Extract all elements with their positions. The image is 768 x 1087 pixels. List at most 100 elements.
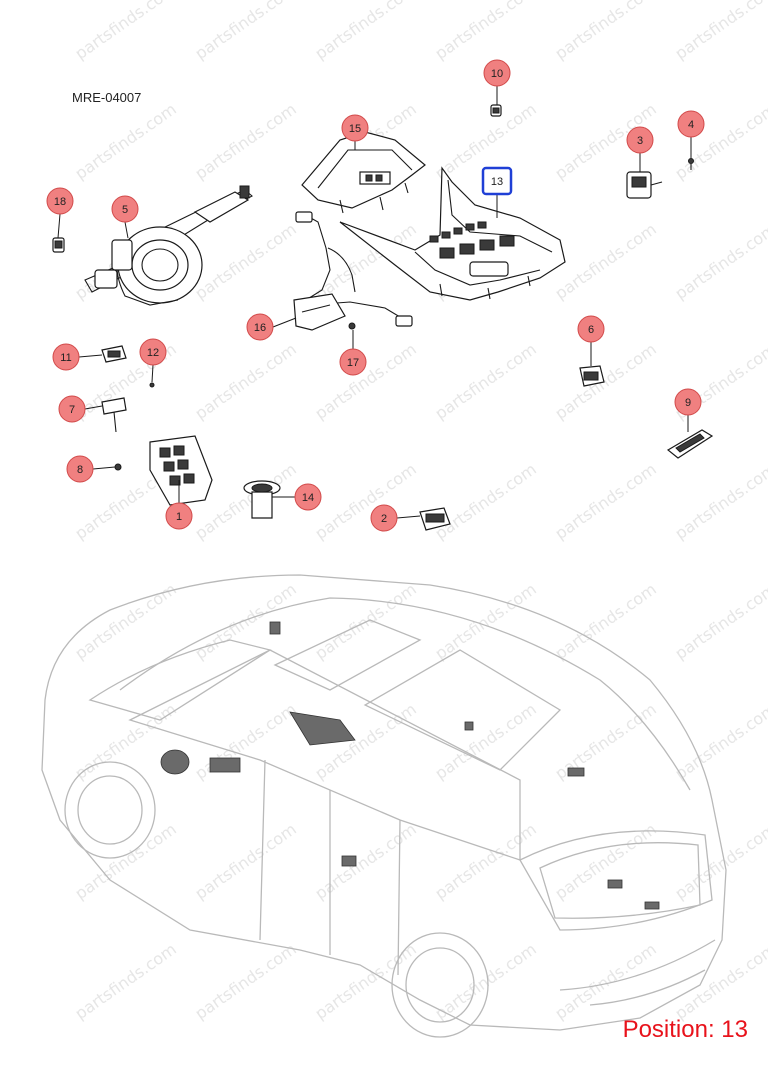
part-1-window-switch[interactable] (149, 435, 213, 506)
watermark: partsfinds.com (671, 819, 768, 903)
leader-line-2 (396, 515, 421, 519)
callout-14[interactable]: 14 (294, 483, 322, 511)
callout-number-14: 14 (302, 492, 314, 504)
watermark: partsfinds.com (71, 939, 179, 1023)
callout-15[interactable]: 15 (341, 114, 369, 142)
callout-number-6: 6 (588, 324, 594, 336)
leader-line-8 (92, 466, 116, 470)
watermark: partsfinds.com (311, 459, 419, 543)
part-15-console-trim[interactable] (301, 131, 426, 214)
callout-number-12: 12 (147, 347, 159, 359)
callout-3[interactable]: 3 (626, 126, 654, 154)
callout-number-3: 3 (637, 135, 643, 147)
callout-11[interactable]: 11 (52, 343, 80, 371)
callout-circle-1 (165, 502, 193, 530)
callout-7[interactable]: 7 (58, 395, 86, 423)
callout-13[interactable]: 13 (481, 166, 513, 196)
callout-circle-16 (246, 313, 274, 341)
callout-number-18: 18 (54, 196, 66, 208)
part-7-bracket[interactable] (101, 397, 127, 433)
position-label: Position: 13 (622, 1016, 748, 1043)
part-10-clip[interactable] (490, 104, 502, 117)
watermark: partsfinds.com (671, 579, 768, 663)
part-4-screw[interactable] (688, 158, 694, 171)
part-16-wiring-harness[interactable] (293, 211, 413, 331)
callout-4[interactable]: 4 (677, 110, 705, 138)
watermark: partsfinds.com (551, 339, 659, 423)
watermark: partsfinds.com (191, 99, 299, 183)
callout-8[interactable]: 8 (66, 455, 94, 483)
callout-circle-2 (370, 504, 398, 532)
callout-12[interactable]: 12 (139, 338, 167, 366)
watermark: partsfinds.com (671, 0, 768, 63)
callout-leader-lines (57, 86, 692, 519)
watermark: partsfinds.com (71, 699, 179, 783)
callout-circle-4 (677, 110, 705, 138)
callout-9[interactable]: 9 (674, 388, 702, 416)
leader-line-12 (151, 364, 154, 383)
part-17-screw[interactable] (348, 322, 356, 330)
part-8-screw[interactable] (114, 463, 122, 471)
watermark: partsfinds.com (431, 0, 539, 63)
watermark: partsfinds.com (191, 579, 299, 663)
callout-13-highlight (481, 166, 513, 196)
callout-circle-9 (674, 388, 702, 416)
callout-circle-8 (66, 455, 94, 483)
leader-line-18 (57, 213, 61, 239)
callout-6[interactable]: 6 (577, 315, 605, 343)
callout-circle-15 (341, 114, 369, 142)
part-9-overhead-switch[interactable] (666, 429, 714, 459)
watermark: partsfinds.com (311, 579, 419, 663)
watermark: partsfinds.com (191, 0, 299, 63)
callout-18[interactable]: 18 (46, 187, 74, 215)
watermark: partsfinds.com (431, 699, 539, 783)
callout-number-17: 17 (347, 357, 359, 369)
leader-line-5 (124, 221, 129, 239)
part-13-console-switch-panel[interactable] (339, 166, 566, 301)
callout-number-7: 7 (69, 404, 75, 416)
watermark: partsfinds.com (431, 939, 539, 1023)
callout-number-11: 11 (60, 352, 71, 364)
callout-circle-17 (339, 348, 367, 376)
watermark: partsfinds.com (311, 339, 419, 423)
callout-number-1: 1 (176, 511, 182, 523)
watermark: partsfinds.com (551, 459, 659, 543)
callout-17[interactable]: 17 (339, 348, 367, 376)
watermark: partsfinds.com (551, 579, 659, 663)
callout-number-16: 16 (254, 322, 266, 334)
watermark: partsfinds.com (311, 819, 419, 903)
watermark: partsfinds.com (191, 339, 299, 423)
callout-number-13: 13 (491, 176, 503, 188)
part-12-screw[interactable] (149, 382, 155, 388)
callout-circle-5 (111, 195, 139, 223)
part-3-switch[interactable] (626, 171, 663, 199)
callout-16[interactable]: 16 (246, 313, 274, 341)
callout-circle-12 (139, 338, 167, 366)
part-18-connector[interactable] (52, 237, 65, 253)
callout-circle-7 (58, 395, 86, 423)
watermark: partsfinds.com (71, 819, 179, 903)
callout-5[interactable]: 5 (111, 195, 139, 223)
watermark: partsfinds.com (551, 819, 659, 903)
watermark: partsfinds.com (71, 0, 179, 63)
reference-code: MRE-04007 (72, 90, 142, 105)
watermark: partsfinds.com (431, 579, 539, 663)
callout-1[interactable]: 1 (165, 502, 193, 530)
watermark: partsfinds.com (311, 0, 419, 63)
part-5-combination-switch[interactable] (84, 185, 253, 306)
watermark: partsfinds.com (431, 339, 539, 423)
part-14-socket[interactable] (243, 480, 281, 519)
callout-10[interactable]: 10 (483, 59, 511, 87)
part-11-connector[interactable] (101, 345, 127, 363)
part-6-switch[interactable] (579, 365, 605, 387)
callout-number-15: 15 (349, 123, 361, 135)
callout-2[interactable]: 2 (370, 504, 398, 532)
part-2-switch[interactable] (419, 507, 451, 531)
callout-number-10: 10 (491, 68, 503, 80)
watermark: partsfinds.com (191, 219, 299, 303)
callout-circle-10 (483, 59, 511, 87)
watermark: partsfinds.com (671, 699, 768, 783)
watermark: partsfinds.com (671, 939, 768, 1023)
callout-number-9: 9 (685, 397, 691, 409)
